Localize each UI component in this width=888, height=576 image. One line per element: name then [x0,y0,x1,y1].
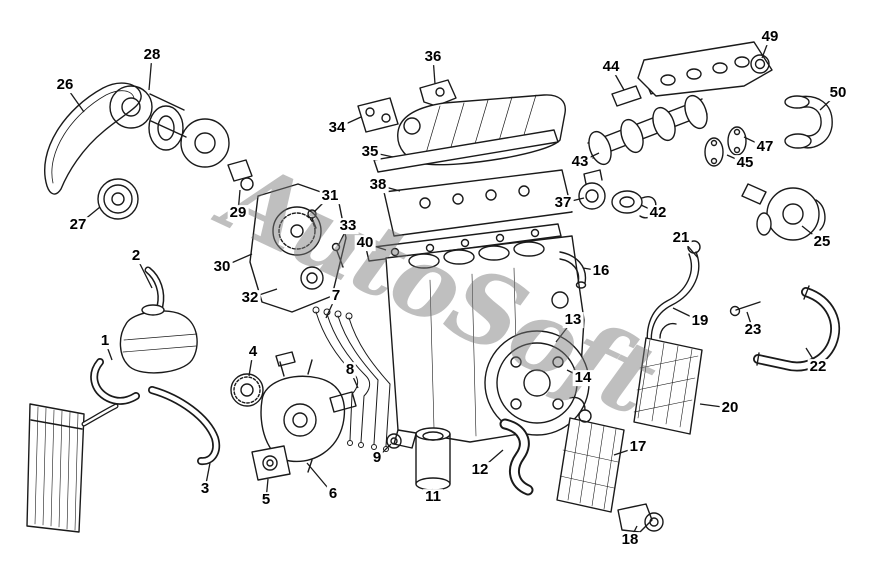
lifting-bracket-drawing [419,79,457,107]
part-number-1[interactable]: 1 [98,332,112,350]
part-number-38[interactable]: 38 [367,176,389,194]
part-number-42[interactable]: 42 [647,204,669,222]
part-number-4[interactable]: 4 [246,343,260,361]
part-number-9[interactable]: 9 [370,449,384,467]
intake-flange-drawing [357,97,399,133]
part-number-8[interactable]: 8 [343,361,357,379]
drive-belt-drawing [44,82,142,195]
part-number-25[interactable]: 25 [811,233,833,251]
part-number-21[interactable]: 21 [670,229,692,247]
thermostat-drawing [578,169,657,219]
pulley-drawing [97,178,139,220]
oil-filter-drawing [386,427,451,491]
expansion-tank-drawing [90,266,221,466]
part-number-6[interactable]: 6 [326,485,340,503]
part-number-5[interactable]: 5 [259,491,273,509]
hose-22-drawing [753,285,841,372]
part-number-31[interactable]: 31 [319,187,341,205]
bracket-29-drawing [227,159,254,191]
oil-pipe-drawing [559,251,587,289]
part-number-27[interactable]: 27 [67,216,89,234]
part-number-40[interactable]: 40 [354,234,376,252]
head-gasket-drawing [365,223,562,262]
bracket-18-drawing [617,503,664,533]
part-number-35[interactable]: 35 [359,143,381,161]
part-number-23[interactable]: 23 [742,321,764,339]
hose-12-drawing [499,418,534,496]
part-number-3[interactable]: 3 [198,480,212,498]
part-number-30[interactable]: 30 [211,258,233,276]
part-number-29[interactable]: 29 [227,204,249,222]
bolt-23-drawing [729,301,761,317]
heat-exchanger-drawing [556,396,625,513]
part-number-17[interactable]: 17 [627,438,649,456]
radiator-drawing [26,403,119,533]
cylinder-head-drawing [383,169,573,237]
exhaust-manifold-drawing [587,73,708,166]
part-number-18[interactable]: 18 [619,531,641,549]
part-number-26[interactable]: 26 [54,76,76,94]
part-number-14[interactable]: 14 [572,369,594,387]
part-number-34[interactable]: 34 [326,119,348,137]
part-number-16[interactable]: 16 [590,262,612,280]
part-number-7[interactable]: 7 [329,287,343,305]
part-number-49[interactable]: 49 [759,28,781,46]
part-number-36[interactable]: 36 [422,48,444,66]
part-number-45[interactable]: 45 [734,154,756,172]
part-number-28[interactable]: 28 [141,46,163,64]
water-pump-drawing [109,85,230,168]
part-number-2[interactable]: 2 [129,247,143,265]
part-number-22[interactable]: 22 [807,358,829,376]
part-number-47[interactable]: 47 [754,138,776,156]
part-number-19[interactable]: 19 [689,312,711,330]
part-number-50[interactable]: 50 [827,84,849,102]
part-number-20[interactable]: 20 [719,399,741,417]
part-number-12[interactable]: 12 [469,461,491,479]
outlet-elbow-drawing [784,95,833,149]
timing-cover-drawing [249,183,347,313]
injection-pump-drawing [230,351,357,481]
part-number-44[interactable]: 44 [600,58,622,76]
part-number-13[interactable]: 13 [562,311,584,329]
part-number-11[interactable]: 11 [423,488,443,506]
part-number-32[interactable]: 32 [239,289,261,307]
part-number-43[interactable]: 43 [569,153,591,171]
part-number-33[interactable]: 33 [337,217,359,235]
oil-cooler-drawing [633,322,703,435]
part-number-37[interactable]: 37 [552,194,574,212]
upper-manifold-drawing [637,41,773,97]
valve-cover-gasket-drawing [373,129,559,173]
